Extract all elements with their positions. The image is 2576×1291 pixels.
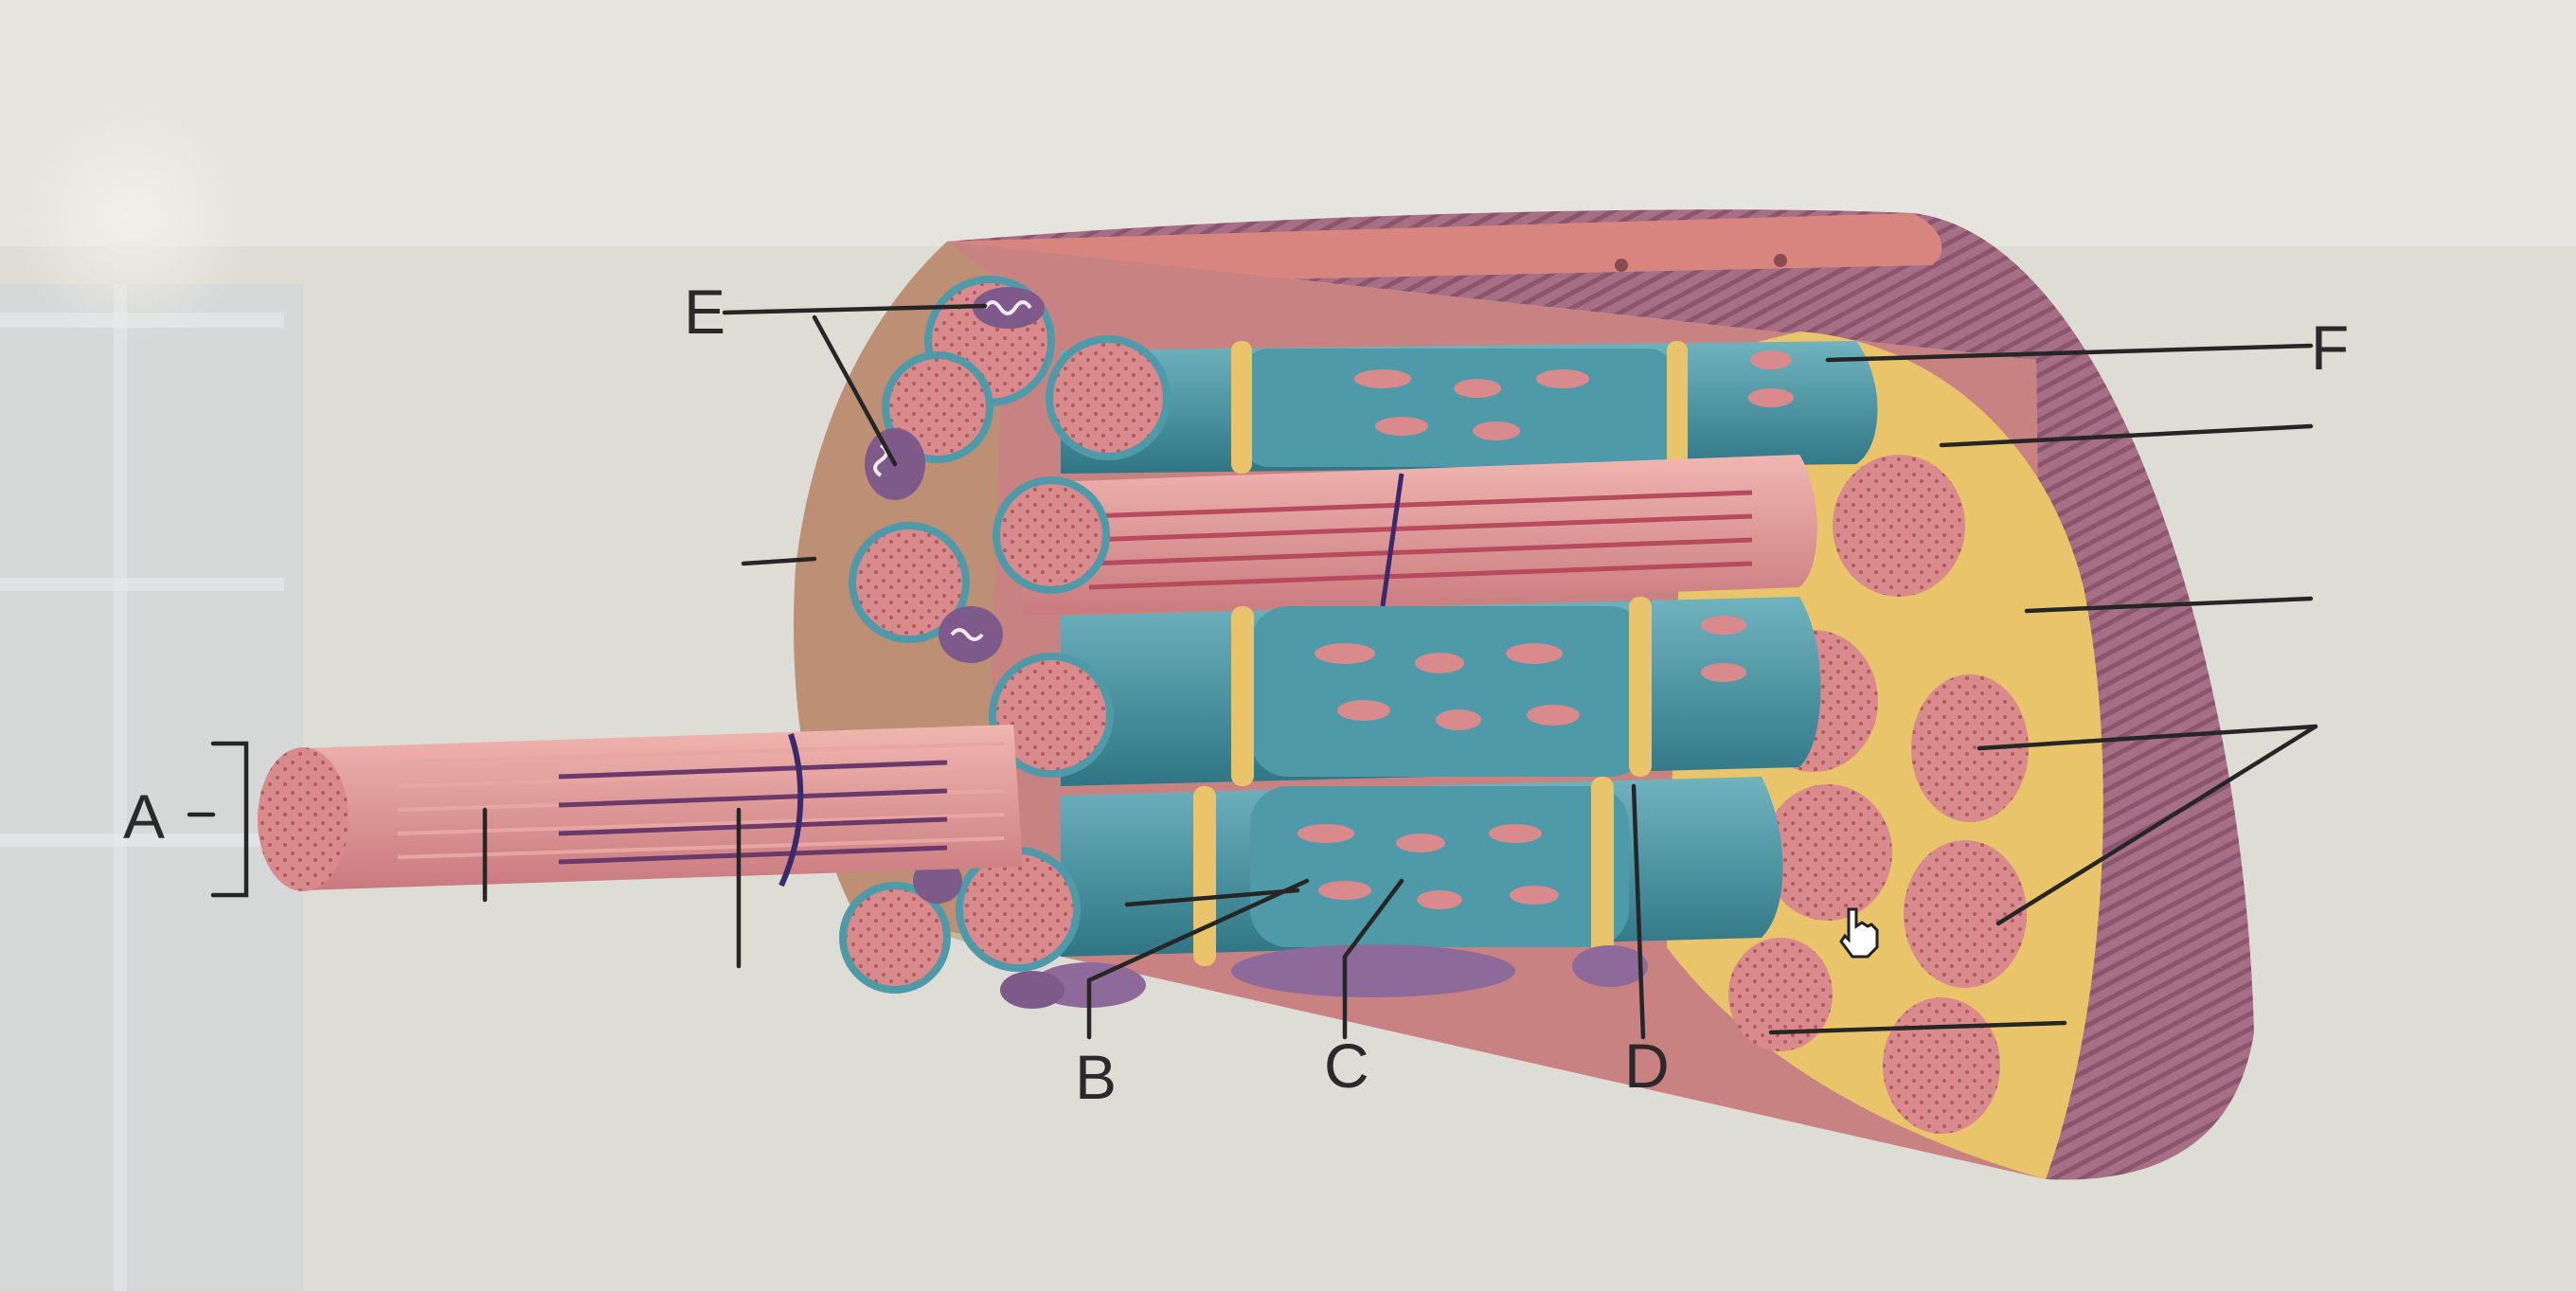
protruding-myofibril xyxy=(258,725,1023,891)
label-b: B xyxy=(1075,1042,1117,1112)
myofibril-bundle xyxy=(1023,341,1878,1008)
hand-pointer-icon xyxy=(1839,907,1879,959)
label-e: E xyxy=(684,277,725,347)
leader-lines xyxy=(187,303,2318,1040)
label-c: C xyxy=(1324,1031,1369,1101)
label-f: F xyxy=(2311,313,2349,383)
label-a: A xyxy=(123,781,165,852)
diagram-labels: A B C D E F xyxy=(123,277,2349,1112)
label-d: D xyxy=(1624,1031,1670,1101)
